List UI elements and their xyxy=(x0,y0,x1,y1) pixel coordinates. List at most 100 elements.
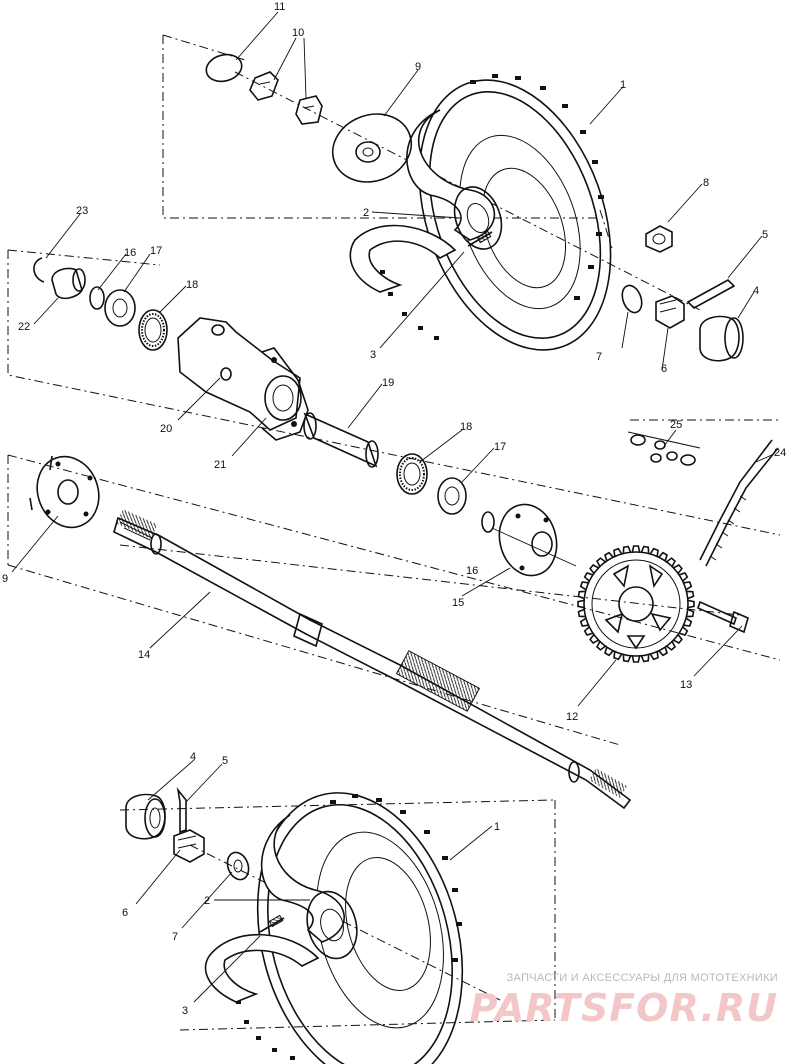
nut-8 xyxy=(645,225,673,253)
callout-22: 22 xyxy=(18,321,30,333)
sprocket-tooth xyxy=(595,557,606,567)
callout-2-upper: 2 xyxy=(363,207,369,219)
hub-flange-15 xyxy=(498,503,558,577)
sprocket-tooth xyxy=(595,641,606,651)
callout-14: 14 xyxy=(138,649,150,661)
leader-lines xyxy=(11,11,775,1003)
cotter-pin-5a xyxy=(686,279,736,309)
sprocket-tooth xyxy=(577,608,586,618)
o-ring-16b xyxy=(481,511,495,533)
lower-rim-hub xyxy=(306,890,358,960)
o-ring-16a xyxy=(89,286,105,310)
sprocket-tooth xyxy=(577,590,586,600)
sprocket-tooth xyxy=(673,634,683,645)
sprocket-tooth xyxy=(604,551,614,562)
sprocket-tooth xyxy=(583,626,594,636)
lower-valve-stem xyxy=(259,914,285,933)
sprocket-tooth xyxy=(604,646,614,657)
sprocket-tooth xyxy=(613,547,623,557)
upper-tire xyxy=(380,74,612,351)
callout-8: 8 xyxy=(703,177,709,189)
callout-13: 13 xyxy=(680,679,692,691)
callout-1-upper: 1 xyxy=(620,79,626,91)
upper-tire-tread xyxy=(380,74,604,340)
castle-nut-6b xyxy=(173,829,205,863)
bolt-13 xyxy=(697,600,749,634)
assembly-boundary-lines xyxy=(7,34,781,1031)
sprocket-tooth xyxy=(666,641,677,651)
hub-flange-9 xyxy=(29,455,100,529)
sprocket-tooth xyxy=(678,626,689,636)
callout-20: 20 xyxy=(160,423,172,435)
upper-valve-stem xyxy=(467,230,493,247)
lower-tire-tread xyxy=(228,794,462,1060)
watermark: ЗАПЧАСТИ И АКСЕССУАРЫ ДЛЯ МОТОТЕХНИКИ PA… xyxy=(470,972,778,1030)
axle-shaft-group xyxy=(29,431,779,810)
callout-5-upper: 5 xyxy=(762,229,768,241)
sprocket-tooth xyxy=(658,551,668,562)
seal-17b xyxy=(437,477,467,515)
callout-11-upper: 11 xyxy=(274,1,285,13)
callout-2-lower: 2 xyxy=(204,895,210,907)
callout-6-upper: 6 xyxy=(661,363,667,375)
lower-tire xyxy=(228,792,464,1064)
sprocket-tooth xyxy=(649,651,659,661)
callout-16-lower: 16 xyxy=(466,565,478,577)
callout-4-lower: 4 xyxy=(190,751,196,763)
sprocket-tooth xyxy=(613,651,623,661)
sprocket-tooth xyxy=(622,545,632,554)
upper-rim-outer-half xyxy=(406,109,496,241)
castle-nut-6a xyxy=(655,295,685,329)
callout-17-upper: 17 xyxy=(150,245,162,257)
callout-7-upper: 7 xyxy=(596,351,602,363)
sprocket-tooth xyxy=(579,617,589,627)
lower-wheel-assembly xyxy=(125,787,464,1064)
sprocket-tooth xyxy=(686,608,695,618)
lower-rim-outer-half xyxy=(260,814,345,943)
callout-9-lower: 9 xyxy=(2,573,8,585)
callout-1-lower: 1 xyxy=(494,821,500,833)
sprocket-tooth xyxy=(673,563,683,574)
sprocket-tooth xyxy=(583,572,594,582)
callout-5-lower: 5 xyxy=(222,755,228,767)
axle-shaft-14 xyxy=(113,508,632,810)
cotter-pin-5b xyxy=(176,787,187,834)
snap-ring-23 xyxy=(33,257,45,283)
sprocket-tooth xyxy=(589,563,599,574)
hub-cap-4b xyxy=(125,793,166,840)
sprocket-tooth xyxy=(577,599,585,609)
sprocket-tooth xyxy=(658,646,668,657)
sprocket-tooth xyxy=(683,581,693,591)
callout-3-lower: 3 xyxy=(182,1005,188,1017)
sprocket-tooth xyxy=(686,590,695,600)
seal-22 xyxy=(51,267,86,300)
sprocket-12 xyxy=(577,545,695,663)
upper-rim-hub xyxy=(453,186,503,250)
axle-housing-group xyxy=(33,257,495,533)
upper-rim-inner-half xyxy=(349,224,457,293)
clips-10 xyxy=(249,71,323,125)
callout-24: 24 xyxy=(774,447,786,459)
bearing-18b xyxy=(396,453,428,495)
sprocket-tooth xyxy=(683,617,693,627)
callout-7-lower: 7 xyxy=(172,931,178,943)
callout-9-upper: 9 xyxy=(415,61,421,73)
callout-12: 12 xyxy=(566,711,578,723)
sprocket-tooth xyxy=(589,634,599,645)
drive-chain-24 xyxy=(699,439,779,567)
sprocket-tooth xyxy=(640,654,650,663)
spacer-tube-19 xyxy=(303,412,379,468)
callout-16-upper: 16 xyxy=(124,247,136,259)
callout-21: 21 xyxy=(214,459,226,471)
callout-3-upper: 3 xyxy=(370,349,376,361)
axle-housing-20-21 xyxy=(177,317,309,441)
sprocket-tooth xyxy=(579,581,589,591)
washer-7a xyxy=(621,284,643,314)
callout-10: 10 xyxy=(292,27,304,39)
callout-6-lower: 6 xyxy=(122,907,128,919)
sprocket-tooth xyxy=(649,547,659,557)
sprocket-tooth xyxy=(687,599,695,609)
callout-18-upper: 18 xyxy=(186,279,198,291)
washer-11 xyxy=(205,53,243,83)
